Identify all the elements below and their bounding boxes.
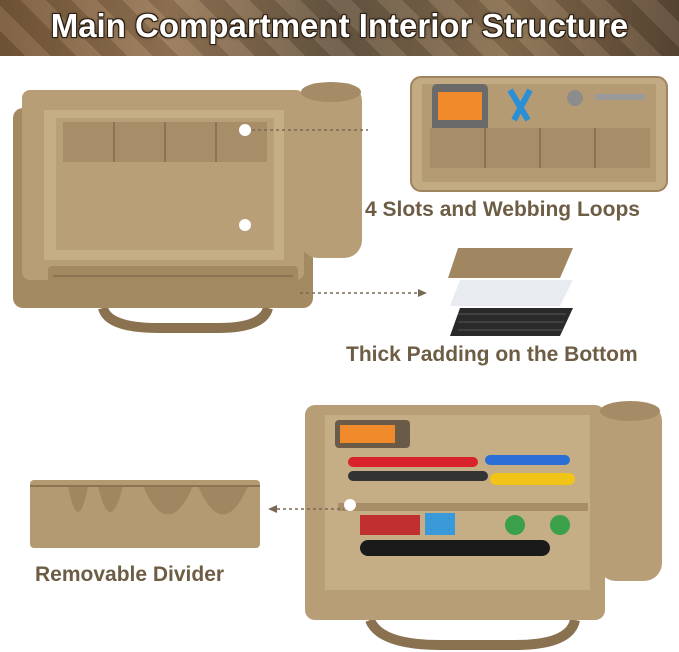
divider-caption: Removable Divider [35,563,225,586]
filled-bag-image [305,401,662,650]
slots-inset-photo [410,76,668,192]
divider-pointer [268,505,344,513]
slots-caption: 4 Slots and Webbing Loops [365,198,640,221]
padding-pointer [300,289,427,297]
header-banner: Main Compartment Interior Structure [0,0,679,56]
page-title: Main Compartment Interior Structure [50,7,629,44]
padding-caption: Thick Padding on the Bottom [346,343,638,366]
padding-layers-image [448,248,573,336]
open-bag-image [13,82,368,333]
divider-image [30,480,260,548]
